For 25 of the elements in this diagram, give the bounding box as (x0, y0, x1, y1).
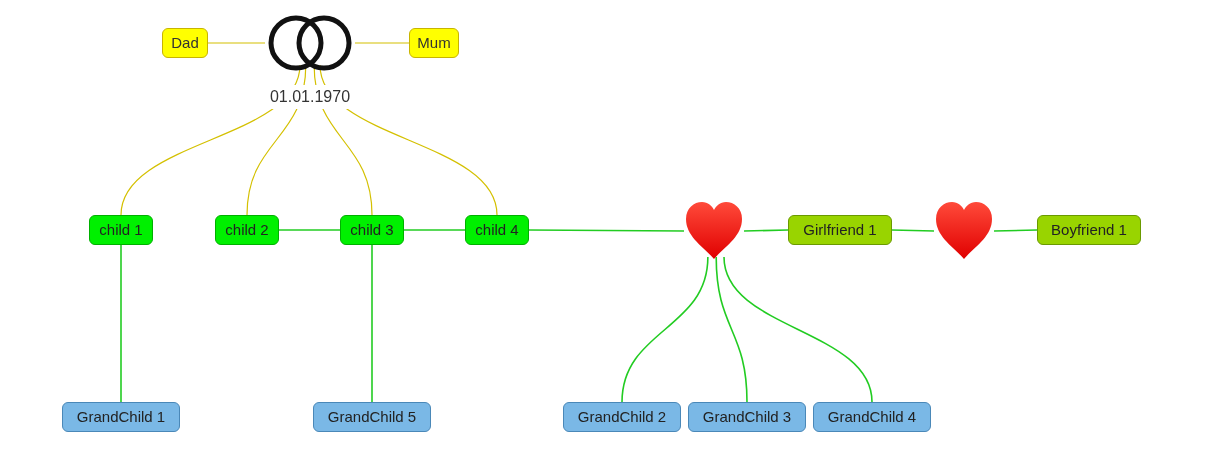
person-box: Girlfriend 1 (788, 215, 892, 245)
connector-line (403, 229, 466, 231)
connector-line (207, 42, 266, 44)
connector-line (993, 229, 1038, 232)
person-box: child 1 (89, 215, 153, 245)
person-box: GrandChild 3 (688, 402, 806, 432)
person-box: Mum (409, 28, 459, 58)
date-label: 01.01.1970 (267, 85, 353, 109)
connector-line (743, 229, 789, 232)
person-box: GrandChild 4 (813, 402, 931, 432)
connector-line (891, 229, 935, 232)
person-box: Dad (162, 28, 208, 58)
person-box: GrandChild 1 (62, 402, 180, 432)
connector-line (715, 256, 748, 403)
person-box: GrandChild 2 (563, 402, 681, 432)
person-box: Boyfriend 1 (1037, 215, 1141, 245)
person-box: child 2 (215, 215, 279, 245)
connector-line (354, 42, 410, 44)
connector-line (621, 256, 709, 403)
connector-line (723, 256, 873, 403)
person-box: GrandChild 5 (313, 402, 431, 432)
person-box: child 4 (465, 215, 529, 245)
connector-line (278, 229, 341, 231)
connector-line (528, 229, 685, 232)
person-box: child 3 (340, 215, 404, 245)
